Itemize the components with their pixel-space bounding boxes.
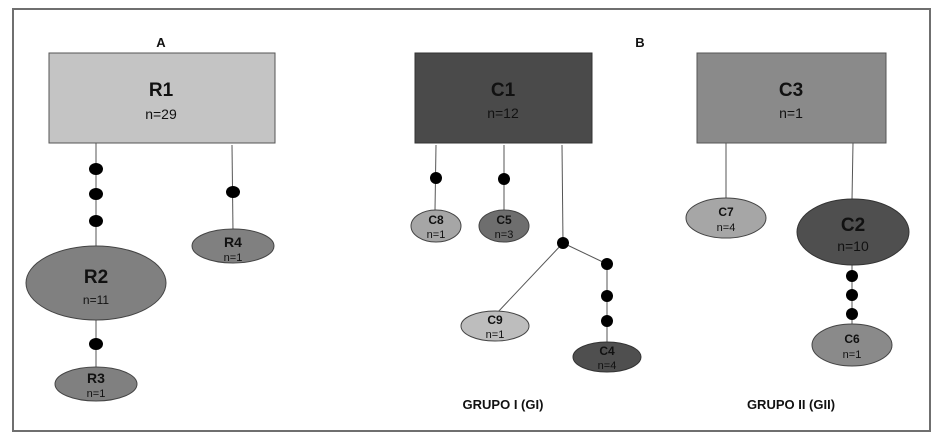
step-dot [89,215,103,227]
node-C7-name: C7 [718,205,734,219]
edge-hub-C9 [496,242,564,314]
step-dots [89,163,858,350]
node-R3-count: n=1 [87,388,106,400]
node-C6-shape [811,323,893,367]
node-C5-shape [478,209,530,243]
node-C3[interactable]: C3 n=1 [696,52,887,144]
node-R3[interactable]: R3 n=1 [54,366,138,402]
step-dot [89,338,103,350]
node-R2-count: n=11 [83,293,109,307]
node-C3-count: n=1 [779,105,803,121]
node-C9-shape [460,310,530,342]
node-R2-shape [25,245,167,321]
node-R3-name: R3 [87,370,105,386]
node-R3-shape [54,366,138,402]
node-C5[interactable]: C5 n=3 [478,209,530,243]
node-C2[interactable]: C2 n=10 [796,198,910,266]
panel-label-A: A [156,35,166,50]
node-C7[interactable]: C7 n=4 [685,197,767,239]
node-C1[interactable]: C1 n=12 [414,52,593,144]
node-R2-name: R2 [84,267,108,288]
hub-dot [557,237,569,249]
node-C4[interactable]: C4 n=4 [572,341,642,373]
node-C9[interactable]: C9 n=1 [460,310,530,342]
node-C4-name: C4 [599,344,615,358]
node-C4-count: n=4 [598,360,617,372]
node-R4-count: n=1 [224,252,243,264]
node-C3-box [696,52,887,144]
node-C6-name: C6 [844,332,860,346]
node-C7-count: n=4 [717,222,736,234]
step-dot [226,186,240,198]
node-C8-shape [410,209,462,243]
group-label-GII: GRUPO II (GII) [747,397,835,412]
step-dot [846,308,858,320]
node-R1-name: R1 [149,80,174,101]
step-dot [430,172,442,184]
step-dot [601,290,613,302]
step-dot [89,188,103,200]
node-R4-shape [191,228,275,264]
step-dot [498,173,510,185]
node-C4-shape [572,341,642,373]
node-C1-count: n=12 [487,105,519,121]
node-C7-shape [685,197,767,239]
node-R4[interactable]: R4 n=1 [191,228,275,264]
node-C8[interactable]: C8 n=1 [410,209,462,243]
node-C6-count: n=1 [843,349,862,361]
node-C8-name: C8 [428,213,444,227]
node-C2-name: C2 [841,215,865,236]
group-label-GI: GRUPO I (GI) [463,397,544,412]
step-dot [601,315,613,327]
node-C3-name: C3 [779,80,803,101]
node-C6[interactable]: C6 n=1 [811,323,893,367]
node-R2[interactable]: R2 n=11 [25,245,167,321]
node-C2-shape [796,198,910,266]
node-C9-name: C9 [487,313,503,327]
node-R1-count: n=29 [145,106,177,122]
node-C1-name: C1 [491,80,516,101]
panel-label-B: B [635,35,644,50]
step-dot [846,270,858,282]
edge-hub-C4-a [562,242,608,265]
figure-frame [12,8,931,432]
node-C9-count: n=1 [486,329,505,341]
node-C1-box [414,52,593,144]
node-C5-name: C5 [496,213,512,227]
node-C5-count: n=3 [495,229,514,241]
step-dot [89,163,103,175]
node-R4-name: R4 [224,234,242,250]
step-dot [601,258,613,270]
step-dot [846,289,858,301]
node-C2-count: n=10 [837,238,869,254]
node-C8-count: n=1 [427,229,446,241]
node-R1-box [48,52,276,144]
node-R1[interactable]: R1 n=29 [48,52,276,144]
edge-C1-hub [561,144,564,244]
edge-C3-C2 [851,142,854,201]
